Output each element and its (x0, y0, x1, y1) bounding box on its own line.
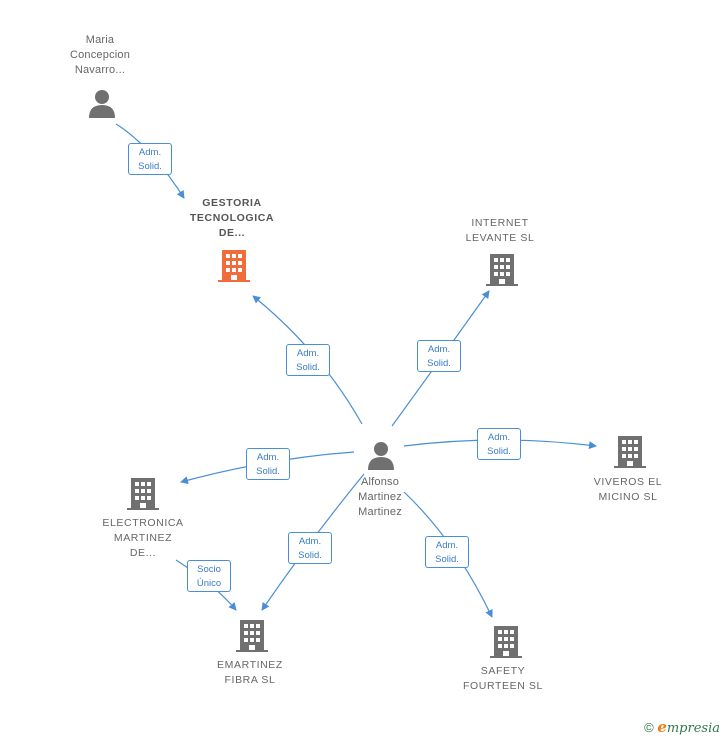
company-name-viveros[interactable]: VIVEROS EL MICINO SL (593, 476, 663, 503)
building-icon[interactable] (614, 434, 646, 468)
company-name-safety-fourteen[interactable]: SAFETY FOURTEEN SL (463, 665, 543, 692)
edge-label-electronica-emartinez: Socio Único (187, 560, 231, 592)
edge-label-alfonso-viveros: Adm. Solid. (477, 428, 521, 460)
building-icon[interactable] (486, 252, 518, 286)
person-icon[interactable] (365, 440, 397, 470)
edge-label-line1: Adm. (138, 147, 162, 158)
edge-label-line2: Solid. (296, 362, 320, 373)
brand-footer[interactable]: © empresia (644, 718, 720, 736)
building-icon[interactable] (218, 248, 250, 282)
edge-label-line2: Solid. (256, 466, 280, 477)
edge-label-line1: Adm. (487, 432, 511, 443)
edge-label-alfonso-safety: Adm. Solid. (425, 536, 469, 568)
edge-label-line1: Socio (197, 564, 221, 575)
edge-label-line2: Solid. (487, 446, 511, 457)
company-name-electronica[interactable]: ELECTRONICA MARTINEZ DE... (102, 517, 184, 559)
edge-label-line1: Adm. (427, 344, 451, 355)
edge-label-line2: Único (196, 578, 222, 589)
building-icon[interactable] (127, 476, 159, 510)
edge-label-alfonso-internet: Adm. Solid. (417, 340, 461, 372)
edge-label-line1: Adm. (435, 540, 459, 551)
person-name-alfonso[interactable]: Alfonso Martinez Martinez (358, 476, 402, 518)
company-name-gestoria[interactable]: GESTORIA TECNOLOGICA DE... (189, 197, 275, 239)
edge-label-alfonso-gestoria: Adm. Solid. (286, 344, 330, 376)
edge-label-line2: Solid. (435, 554, 459, 565)
edge-label-alfonso-emartinez: Adm. Solid. (288, 532, 332, 564)
edge-label-line2: Solid. (138, 161, 162, 172)
edge-label-line2: Solid. (298, 550, 322, 561)
company-name-emartinez[interactable]: EMARTINEZ FIBRA SL (217, 659, 283, 686)
edge-label-line2: Solid. (427, 358, 451, 369)
edge-label-alfonso-electronica: Adm. Solid. (246, 448, 290, 480)
edge-label-line1: Adm. (296, 348, 320, 359)
building-icon[interactable] (490, 624, 522, 658)
copyright-symbol: © (644, 720, 654, 735)
company-name-internet-levante[interactable]: INTERNET LEVANTE SL (465, 217, 535, 244)
building-icon[interactable] (236, 618, 268, 652)
person-icon[interactable] (86, 88, 118, 118)
brand-logo: empresia (657, 718, 720, 736)
edge-label-line1: Adm. (256, 452, 280, 463)
person-name-maria[interactable]: Maria Concepcion Navarro... (69, 34, 131, 76)
edge-label-line1: Adm. (298, 536, 322, 547)
edge-label-maria-gestoria: Adm. Solid. (128, 143, 172, 175)
